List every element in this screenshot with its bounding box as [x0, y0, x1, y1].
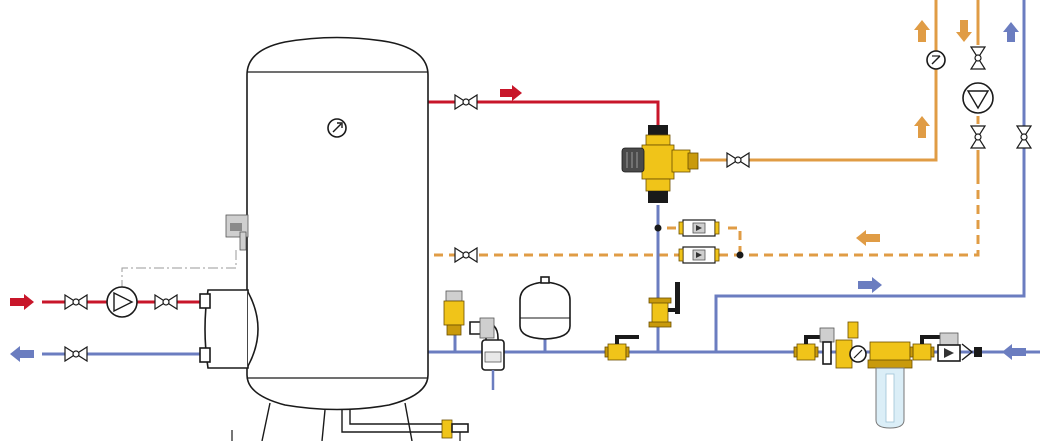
- circulation-pump-icon[interactable]: [106, 286, 138, 318]
- inlet-check-valve-icon[interactable]: [937, 332, 961, 362]
- riser-gate-valve-icon[interactable]: [970, 46, 986, 70]
- recirculation-pump-icon[interactable]: [962, 82, 994, 114]
- cold-inlet-arrow: [1002, 344, 1026, 360]
- drain-pipe-inner: [349, 410, 442, 425]
- mixed-up-arrow-2: [914, 116, 930, 138]
- cold-mixer-ball-valve-icon[interactable]: [648, 282, 680, 328]
- mixed-water-pipe: [700, 0, 938, 162]
- cold-supply-ball-valve-icon[interactable]: [604, 334, 640, 361]
- tank-thermostat-icon: [225, 214, 249, 251]
- water-filter-icon[interactable]: [867, 341, 913, 429]
- hot-outlet-gate-valve-icon[interactable]: [454, 94, 478, 110]
- mixed-outlet-gate-valve-icon[interactable]: [726, 152, 750, 168]
- hot-water-pipe: [428, 100, 660, 125]
- thermostat-control-line: [121, 250, 237, 292]
- junction-dot: [736, 251, 744, 259]
- primary-return-gate-valve-icon[interactable]: [64, 346, 88, 362]
- inlet-union-icon[interactable]: [961, 343, 982, 361]
- expansion-vessel-icon[interactable]: [519, 276, 571, 340]
- recirc-check-valve-icon[interactable]: [678, 219, 720, 237]
- recirc-down-arrow: [956, 20, 972, 42]
- cold-up-arrow: [1003, 22, 1019, 42]
- pressure-reducer-icon[interactable]: [819, 321, 867, 369]
- heat-exchanger-flange: [199, 289, 259, 369]
- tank-drain-valve-icon[interactable]: [441, 419, 469, 441]
- recirc-check-valve-icon[interactable]: [678, 246, 720, 264]
- riser-gate-valve-icon-2[interactable]: [970, 125, 986, 149]
- primary-flow-arrow: [10, 294, 34, 310]
- drain-pipe: [341, 410, 442, 433]
- safety-valve-icon[interactable]: [443, 290, 465, 336]
- recirc-arrow: [856, 230, 880, 246]
- junction-dot: [654, 224, 662, 232]
- tank-feed-fitting-icon[interactable]: [469, 317, 505, 390]
- cold-return-arrow: [858, 277, 882, 293]
- thermostatic-mixing-valve-icon[interactable]: [621, 125, 699, 203]
- recirculation-branch-pipe: [722, 226, 742, 255]
- storage-tank: [231, 36, 429, 441]
- cold-riser-gate-valve-icon[interactable]: [1016, 125, 1032, 149]
- primary-flow-gate-valve-icon[interactable]: [64, 294, 88, 310]
- hot-out-arrow: [500, 85, 522, 101]
- recirc-return-gate-valve-icon[interactable]: [454, 247, 478, 263]
- mixed-up-arrow: [914, 20, 930, 42]
- primary-check-valve-icon[interactable]: [154, 294, 178, 310]
- recirculation-return-pipe: [428, 175, 980, 257]
- primary-return-arrow: [10, 346, 34, 362]
- tank-thermometer-icon: [327, 118, 347, 138]
- flow-meter-icon: [926, 50, 946, 70]
